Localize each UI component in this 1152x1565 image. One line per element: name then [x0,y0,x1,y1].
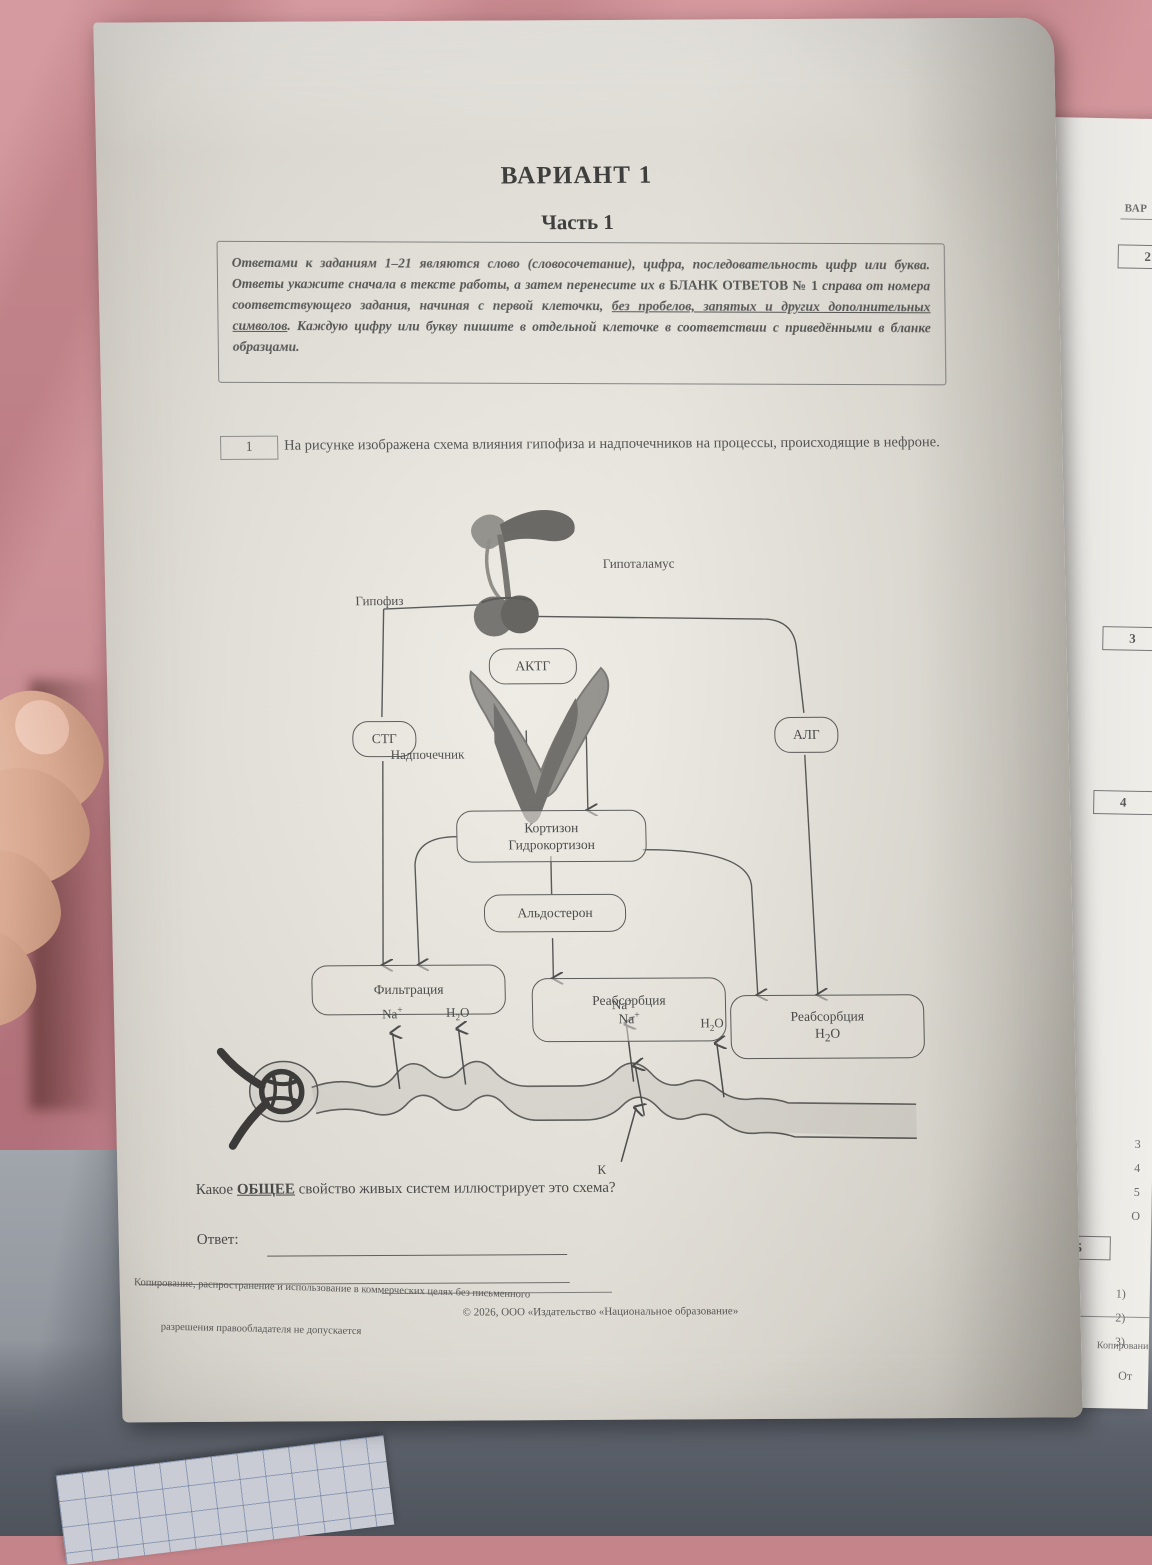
hand-holding-page [0,670,160,1110]
right-page-header: ВАР [1124,202,1148,215]
pituitary-gland-illustration [471,510,575,637]
right-page-fragment-o: О [1131,1208,1141,1223]
page-vignette [93,17,1083,1423]
exam-booklet-page: ВАРИАНТ 1 Часть 1 Ответами к заданиям 1–… [93,17,1083,1423]
adrenal-gland-illustration [469,666,610,824]
right-page-footer: Копирование [1096,1340,1152,1353]
right-page-question-2[interactable]: 2 [1117,244,1152,270]
right-page-list-item-1: 1) [1115,1286,1126,1301]
right-page-header-rule [1120,218,1152,221]
diagram-connectors [216,510,917,1162]
right-page-question-4[interactable]: 4 [1093,789,1152,816]
right-page-list-item-2: 2) [1115,1310,1125,1325]
nephron-hormone-diagram: АКТГ СТГ АЛГ Кортизон Гидрокортизон Альд… [203,496,1018,1200]
right-page-fragment-5: 5 [1133,1184,1140,1199]
right-page-fragment-4: 4 [1134,1160,1141,1175]
right-page-fragment-3: 3 [1134,1136,1141,1151]
right-page-question-3[interactable]: 3 [1102,626,1152,652]
right-page-answer-label: От [1118,1368,1133,1383]
